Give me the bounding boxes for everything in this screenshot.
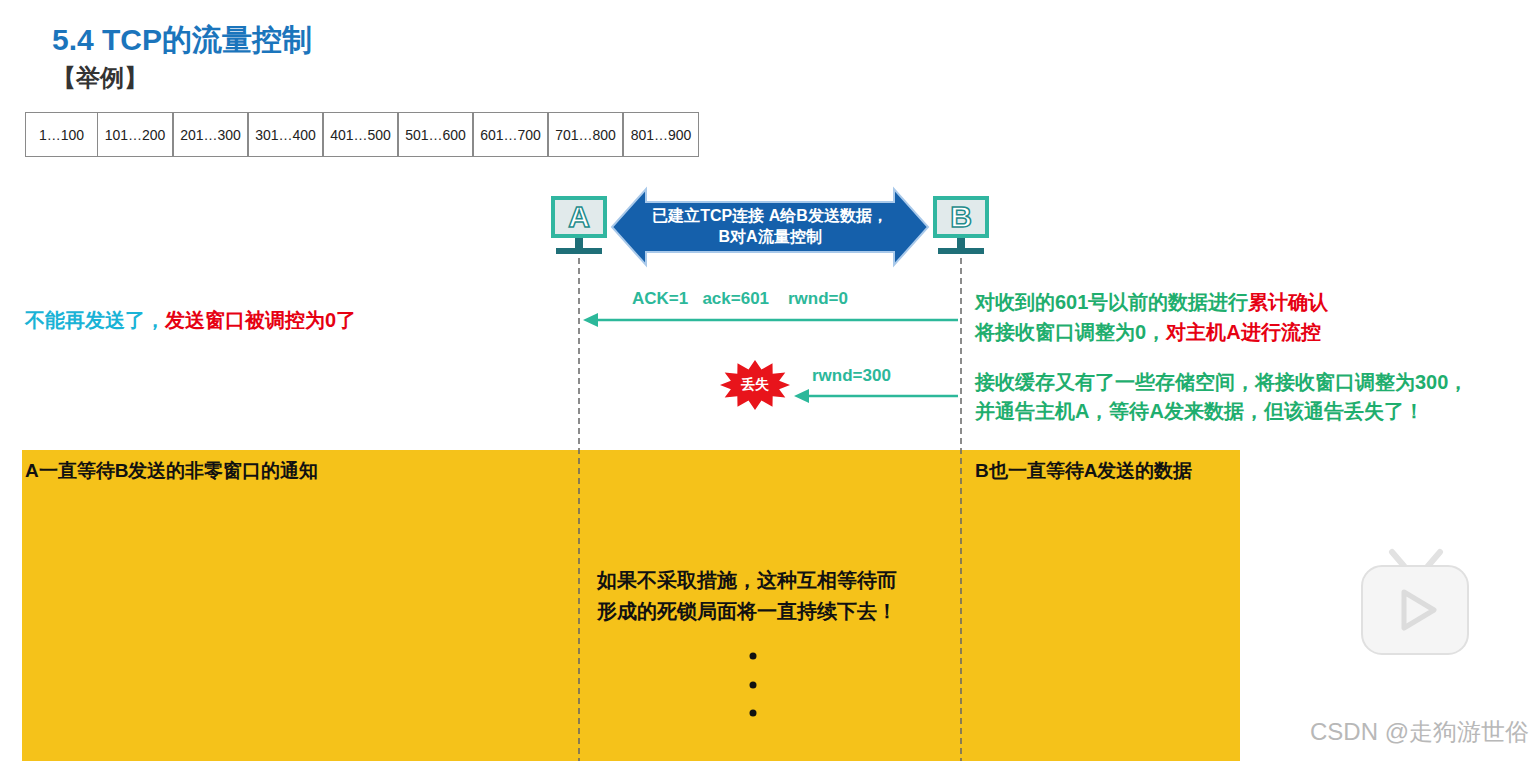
sender-note: 发送窗口被调控为0了 [165, 308, 356, 332]
byte-range: 601…700 [480, 127, 541, 143]
play-icon [1362, 552, 1468, 654]
byte-range: 101…200 [105, 127, 166, 143]
byte-range-cell: 701…800 [548, 112, 623, 157]
host-icon: A [551, 196, 607, 238]
waiting-band: A一直等待B发送的非零窗口的通知如果不采取措施，这种互相等待而形成的死锁局面将一… [22, 450, 1240, 761]
connection-label: 已建立TCP连接 A给B发送数据，B对A流量控制 [645, 206, 895, 248]
segment-fields: rwnd=300 [812, 366, 891, 386]
byte-range: 401…500 [330, 127, 391, 143]
byte-range-cell: 501…600 [398, 112, 473, 157]
segment-fields: ACK=1 ack=601 rwnd=0 [632, 289, 848, 309]
byte-range-cell: 301…400 [248, 112, 323, 157]
byte-range: 501…600 [405, 127, 466, 143]
loss-text: 丢失 [741, 376, 769, 394]
band-text: B也一直等待A发送的数据 [975, 459, 1237, 484]
byte-range: 701…800 [555, 127, 616, 143]
host-letter: B [950, 202, 972, 232]
band-text: 如果不采取措施，这种互相等待而形成的死锁局面将一直持续下去！ [597, 565, 902, 627]
byte-range: 301…400 [255, 127, 316, 143]
lifelines [579, 258, 961, 761]
continuation-dots [750, 653, 757, 717]
loss-burst: 丢失 [720, 360, 790, 410]
example-heading: 【举例】 [52, 64, 148, 93]
watermark: CSDN @走狗游世俗 [1310, 718, 1529, 747]
message-arrows [583, 313, 958, 403]
receiver-note: 对主机A进行流控 [1166, 320, 1320, 344]
band-text: A一直等待B发送的非零窗口的通知 [25, 459, 385, 484]
byte-range-cell: 201…300 [173, 112, 248, 157]
host-letter: A [568, 202, 590, 232]
connection-arrow [612, 189, 928, 265]
page-title: 5.4 TCP的流量控制 [52, 20, 312, 61]
byte-range: 801…900 [631, 127, 692, 143]
byte-range: 1…100 [39, 127, 84, 143]
byte-range-cell: 101…200 [97, 112, 173, 157]
receiver-note: 接收缓存又有了一些存储空间，将接收窗口调整为300，并通告主机A，等待A发来数据… [975, 368, 1480, 426]
sender-note: 不能再发送了， [25, 308, 165, 332]
byte-range-cell: 601…700 [473, 112, 548, 157]
byte-range-cell: 801…900 [623, 112, 699, 157]
byte-range-cell: 1…100 [25, 112, 98, 157]
receiver-note: 累计确认 [1248, 290, 1328, 314]
byte-range-cell: 401…500 [323, 112, 398, 157]
byte-range: 201…300 [180, 127, 241, 143]
host-icon: B [933, 196, 989, 238]
receiver-note: 对收到的601号以前的数据进行 [975, 290, 1248, 314]
receiver-note: 将接收窗口调整为0， [975, 320, 1166, 344]
